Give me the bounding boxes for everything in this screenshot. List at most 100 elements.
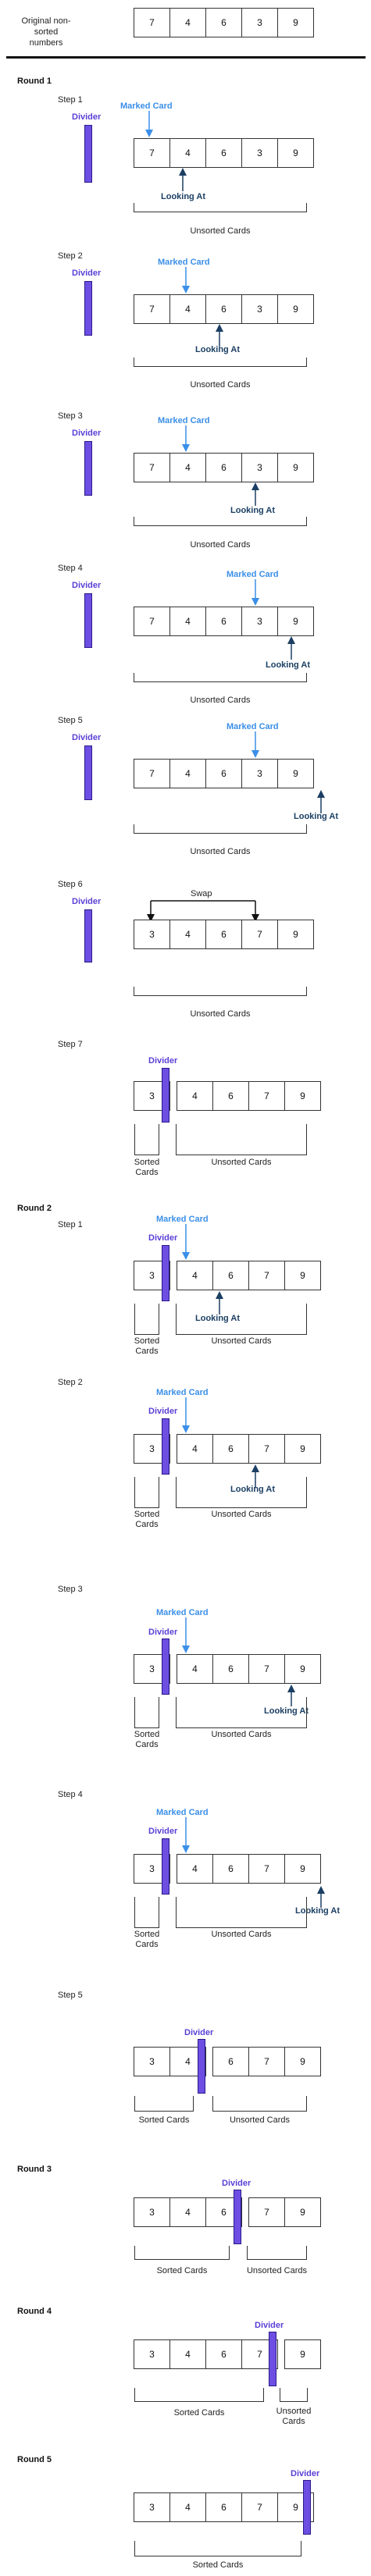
round-title: Round 4 <box>17 2307 52 2316</box>
card: 7 <box>248 1081 285 1111</box>
marked-arrow-icon <box>182 1617 190 1653</box>
divider-bar <box>84 909 92 962</box>
sorted-bracket <box>134 2388 264 2402</box>
card: 4 <box>169 2339 206 2369</box>
swap-arrow-icon <box>147 900 259 922</box>
card: 3 <box>241 759 278 788</box>
divider-label: Divider <box>255 2321 284 2330</box>
intro-card-row: 7 4 6 3 9 <box>134 8 314 37</box>
card: 6 <box>205 138 242 168</box>
card: 9 <box>284 1654 321 1684</box>
marked-card-label: Marked Card <box>156 1808 209 1817</box>
unsorted-bracket <box>134 203 307 212</box>
divider-label: Divider <box>148 1233 178 1243</box>
step-label: Step 4 <box>58 564 83 573</box>
card: 4 <box>177 1434 213 1464</box>
unsorted-bracket <box>280 2388 308 2402</box>
card: 9 <box>284 2339 321 2369</box>
card-row: 3 4 6 7 9 <box>134 2047 321 2076</box>
card: 9 <box>284 1854 321 1884</box>
looking-arrow-icon <box>287 636 295 660</box>
unsorted-bracket <box>176 1697 307 1728</box>
unsorted-bracket <box>176 1897 307 1928</box>
card: 3 <box>134 920 170 949</box>
card: 3 <box>241 453 278 482</box>
swap-label: Swap <box>191 889 212 898</box>
divider-label: Divider <box>148 1407 178 1416</box>
marked-card-label: Marked Card <box>158 258 210 267</box>
card: 4 <box>177 1081 213 1111</box>
card: 4 <box>169 607 206 636</box>
card: 4 <box>169 8 206 37</box>
looking-at-label: Looking At <box>264 1706 309 1716</box>
marked-card-label: Marked Card <box>227 570 279 579</box>
card: 3 <box>134 2492 170 2522</box>
looking-arrow-icon <box>216 324 223 347</box>
card-row: 7 4 6 3 9 <box>134 759 314 788</box>
divider-bar <box>303 2480 311 2535</box>
divider-bar <box>234 2190 241 2244</box>
divider-label: Divider <box>148 1628 178 1637</box>
looking-at-label: Looking At <box>195 1314 241 1323</box>
looking-at-label: Looking At <box>230 1485 276 1494</box>
card: 4 <box>169 294 206 324</box>
unsorted-bracket <box>176 1124 307 1155</box>
card: 3 <box>241 8 278 37</box>
marked-arrow-icon <box>182 1397 190 1433</box>
looking-arrow-icon <box>317 790 325 813</box>
step-label: Step 2 <box>58 251 83 261</box>
card: 6 <box>205 294 242 324</box>
card: 6 <box>205 2339 242 2369</box>
marked-arrow-icon <box>182 1224 190 1260</box>
looking-at-label: Looking At <box>266 660 311 670</box>
divider-bar <box>162 1838 169 1895</box>
round-title: Round 2 <box>17 1204 52 1213</box>
step-label: Step 1 <box>58 1220 83 1229</box>
unsorted-bracket <box>176 1304 307 1335</box>
step-label: Step 7 <box>58 1040 83 1049</box>
sorted-bracket <box>134 1304 159 1335</box>
round-title: Round 3 <box>17 2165 52 2174</box>
sorted-label: Sorted Cards <box>134 1336 160 1356</box>
card: 9 <box>277 294 314 324</box>
card: 9 <box>284 1081 321 1111</box>
card: 9 <box>284 1434 321 1464</box>
sorted-label: Sorted Cards <box>134 1730 160 1749</box>
unsorted-label: Unsorted Cards <box>190 696 251 705</box>
looking-arrow-icon <box>251 1464 259 1488</box>
card: 9 <box>277 920 314 949</box>
sorted-label: Sorted Cards <box>134 1930 160 1949</box>
unsorted-label: Unsorted Cards <box>211 1510 272 1519</box>
looking-arrow-icon <box>317 1886 325 1908</box>
divider-bar <box>162 1418 169 1475</box>
card: 7 <box>248 1854 285 1884</box>
card: 7 <box>134 453 170 482</box>
card: 9 <box>284 2047 321 2076</box>
card: 9 <box>277 8 314 37</box>
card: 6 <box>205 2492 242 2522</box>
card: 7 <box>134 138 170 168</box>
card-row: 3 4 6 7 9 <box>134 2492 314 2522</box>
divider-label: Divider <box>72 112 102 122</box>
card: 9 <box>277 138 314 168</box>
card-row: 3 4 6 7 9 <box>134 2339 321 2369</box>
unsorted-label: Unsorted Cards <box>190 847 251 856</box>
card: 7 <box>241 2492 278 2522</box>
sorted-label: Sorted Cards <box>134 1158 160 1177</box>
unsorted-bracket <box>176 1477 307 1508</box>
unsorted-label: Unsorted Cards <box>246 2266 308 2275</box>
card: 9 <box>277 453 314 482</box>
card: 4 <box>169 920 206 949</box>
card-row: 3 4 6 7 9 <box>134 1854 321 1884</box>
card: 6 <box>205 453 242 482</box>
unsorted-label: Unsorted Cards <box>190 380 251 390</box>
card: 7 <box>248 1434 285 1464</box>
marked-arrow-icon <box>182 1817 190 1853</box>
looking-arrow-icon <box>179 168 187 191</box>
card: 4 <box>169 2492 206 2522</box>
card: 7 <box>241 920 278 949</box>
card-row: 3 4 6 7 9 <box>134 920 314 949</box>
card: 6 <box>212 1434 249 1464</box>
card: 7 <box>248 2047 285 2076</box>
sorted-bracket <box>134 1897 159 1928</box>
